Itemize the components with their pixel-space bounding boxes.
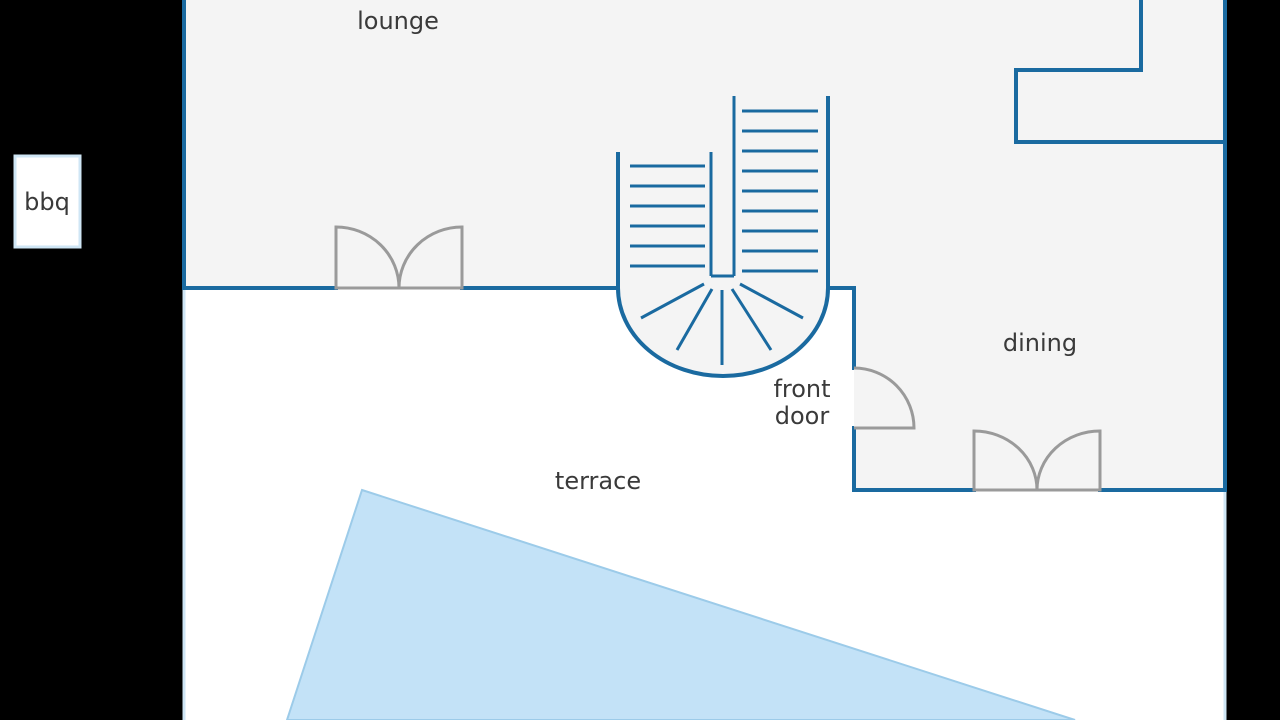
bbq-box xyxy=(13,154,82,249)
spiral-staircase-icon xyxy=(616,96,830,378)
terrace-label: terrace xyxy=(555,467,641,495)
lounge-door-icon xyxy=(334,225,464,290)
lounge-label: lounge xyxy=(357,7,439,35)
front-door-label-line2: door xyxy=(775,402,830,430)
stair-treads-left xyxy=(630,164,705,268)
pool xyxy=(285,488,1076,720)
bbq-label: bbq xyxy=(24,188,70,216)
stair-treads-right xyxy=(742,109,818,273)
dining-door-icon xyxy=(972,429,1102,492)
stair-treads-spiral xyxy=(640,282,804,365)
walls xyxy=(182,0,1227,492)
front-door-label-line1: front xyxy=(773,375,830,403)
dining-label: dining xyxy=(1003,329,1077,357)
front-door-icon xyxy=(853,366,916,430)
wall-kitchen-block xyxy=(1014,0,1225,144)
